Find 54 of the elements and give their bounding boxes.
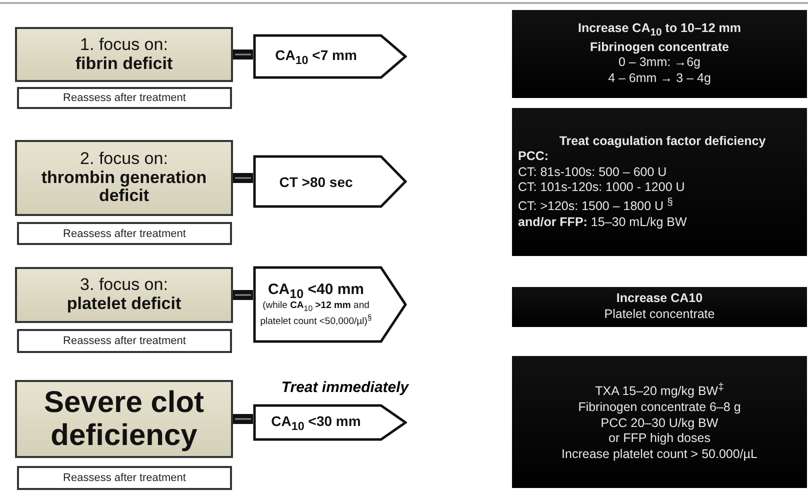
focus-text: 1. focus on:	[80, 36, 168, 54]
criterion-arrow-box	[253, 404, 407, 441]
reassess-text: Reassess after treatment	[63, 335, 186, 347]
criterion-text: CT >80 sec	[279, 174, 353, 190]
focus-box	[15, 380, 233, 458]
treatment-text: or FFP high doses	[608, 431, 710, 448]
treatment-text: 0 – 3mm: →6g	[618, 55, 700, 72]
criterion-arrow-box	[253, 155, 407, 208]
focus-text: Severe clot deficiency	[42, 386, 206, 452]
focus-box	[15, 140, 233, 216]
focus-text: fibrin deficit	[75, 54, 173, 74]
treatment-box	[512, 10, 807, 98]
treatment-text: Increase CA10	[616, 291, 703, 307]
treatment-text: CT: 81s-100s: 500 – 600 U	[518, 164, 667, 180]
criterion-text: CA$_{10}$ <7 mm	[275, 46, 357, 66]
treatment-box	[512, 108, 807, 256]
treatment-text: Fibrinogen concentrate 6–8 g	[578, 400, 741, 416]
focus-box	[15, 267, 233, 323]
note-text: Treat immediately	[280, 379, 410, 396]
reassess-box	[17, 87, 232, 109]
double-line-connector	[233, 414, 253, 424]
treatment-text: and/or FFP: 15–30 mL/kg BW	[518, 214, 687, 230]
reassess-box	[17, 222, 232, 245]
reassess-box	[17, 329, 232, 353]
treatment-text: PCC 20–30 U/kg BW	[600, 416, 718, 432]
treatment-box	[512, 356, 807, 488]
double-line-connector	[233, 50, 253, 60]
treatment-text: Fibrinogen concentrate	[590, 40, 729, 56]
focus-text: thrombin generation deficit	[40, 168, 208, 206]
reassess-box	[17, 466, 232, 490]
criterion-text: CA$_{10}$ <40 mm	[268, 280, 364, 301]
criterion-arrow-box	[253, 34, 407, 79]
criterion-arrow-box	[253, 266, 407, 343]
criterion-text: CA$_{10}$ <30 mm	[271, 412, 361, 432]
treatment-text: Platelet concentrate	[604, 307, 715, 323]
treatment-text: TXA 15–20 mg/kg BW$^{‡}$	[595, 381, 724, 400]
reassess-text: Reassess after treatment	[63, 472, 186, 484]
treatment-box	[512, 287, 807, 327]
reassess-text: Reassess after treatment	[63, 228, 186, 240]
criterion-text: (while CA$_{10}$ >12 mm and platelet count <50,000/µl)$^{§}$	[259, 300, 373, 328]
treatment-text: PCC:	[518, 149, 549, 165]
treatment-text: Treat coagulation factor deficiency	[559, 134, 766, 150]
treatment-text: Increase platelet count > 50.000/µL	[562, 447, 758, 463]
treatment-text: 4 – 6mm → 3 – 4g	[608, 71, 711, 87]
focus-text: 3. focus on:	[80, 276, 168, 295]
treatment-text: CT: 101s-120s: 1000 - 1200 U	[518, 180, 685, 196]
focus-box	[15, 27, 233, 82]
treatment-text: Increase CA$_{10}$ to 10–12 mm	[578, 21, 742, 40]
reassess-text: Reassess after treatment	[63, 92, 186, 104]
treatment-text: CT: >120s: 1500 – 1800 U $^{§}$	[518, 196, 673, 215]
double-line-connector	[233, 173, 253, 183]
focus-text: 2. focus on:	[80, 150, 168, 169]
focus-text: platelet deficit	[66, 295, 182, 314]
double-line-connector	[233, 290, 253, 300]
